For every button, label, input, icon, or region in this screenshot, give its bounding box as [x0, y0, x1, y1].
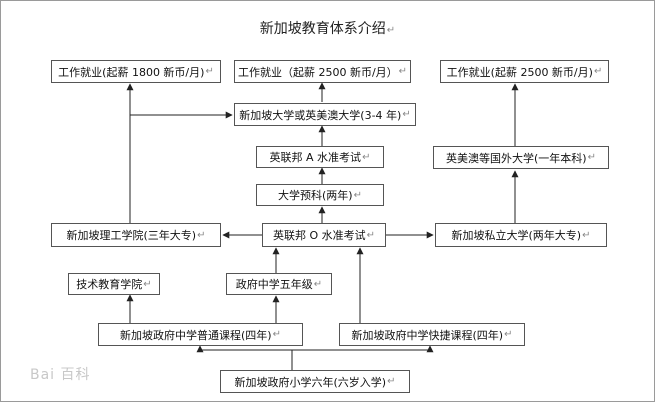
box-uni-sg-or-abroad: 新加坡大学或英美澳大学(3-4 年)↵	[234, 103, 416, 126]
box-private-uni-label: 新加坡私立大学(两年大专)	[451, 229, 582, 242]
box-pre-u: 大学预科(两年)↵	[256, 184, 384, 206]
box-foreign-uni-label: 英美澳等国外大学(一年本科)	[446, 151, 587, 165]
box-ite-label: 技术教育学院	[76, 278, 143, 291]
paragraph-mark: ↵	[387, 376, 396, 387]
paragraph-mark: ↵	[587, 152, 596, 163]
title-text: 新加坡教育体系介绍	[259, 21, 386, 37]
box-express-course-label: 新加坡政府中学快捷课程(四年)	[351, 328, 504, 342]
box-a-level-label: 英联邦 A 水准考试	[269, 151, 362, 164]
box-job-2500-right-label: 工作就业(起薪 2500 新币/月)	[446, 65, 593, 79]
paragraph-mark: ↵	[386, 25, 396, 36]
box-job-1800-label: 工作就业(起薪 1800 新币/月)	[58, 65, 205, 79]
paragraph-mark: ↵	[197, 229, 206, 241]
paragraph-mark: ↵	[398, 66, 408, 77]
box-job-2500-mid-label: 工作就业（起薪 2500 新币/月）	[237, 65, 398, 79]
box-normal-course: 新加坡政府中学普通课程(四年)↵	[98, 323, 303, 346]
box-a-level: 英联邦 A 水准考试↵	[256, 146, 384, 168]
box-polytechnic-label: 新加坡理工学院(三年大专)	[66, 229, 197, 242]
box-express-course: 新加坡政府中学快捷课程(四年)↵	[339, 323, 525, 346]
box-gov-sec5: 政府中学五年级↵	[226, 273, 332, 295]
baike-watermark: Bai 百科	[30, 367, 91, 383]
box-o-level-label: 英联邦 O 水准考试	[272, 229, 366, 242]
paragraph-mark: ↵	[313, 278, 323, 290]
box-primary: 新加坡政府小学六年(六岁入学)↵	[220, 370, 410, 393]
paragraph-mark: ↵	[362, 151, 371, 163]
paragraph-mark: ↵	[143, 278, 152, 290]
box-foreign-uni: 英美澳等国外大学(一年本科)↵	[433, 146, 609, 169]
box-job-2500-mid: 工作就业（起薪 2500 新币/月）↵	[234, 60, 411, 83]
box-job-2500-right: 工作就业(起薪 2500 新币/月)↵	[440, 60, 609, 83]
arrow-primary-to-normal	[196, 345, 293, 370]
paragraph-mark: ↵	[402, 109, 411, 120]
box-gov-sec5-label: 政府中学五年级	[235, 278, 313, 291]
paragraph-mark: ↵	[272, 329, 281, 340]
paragraph-mark: ↵	[205, 66, 214, 77]
box-ite: 技术教育学院↵	[68, 273, 160, 295]
paragraph-mark: ↵	[366, 229, 376, 241]
paragraph-mark: ↵	[353, 189, 362, 201]
paragraph-mark: ↵	[593, 66, 603, 77]
box-normal-course-label: 新加坡政府中学普通课程(四年)	[120, 328, 272, 342]
box-uni-sg-or-abroad-label: 新加坡大学或英美澳大学(3-4 年)	[239, 108, 402, 122]
arrow-primary-to-express	[292, 345, 434, 353]
box-job-1800: 工作就业(起薪 1800 新币/月)↵	[51, 60, 221, 83]
box-private-uni: 新加坡私立大学(两年大专)↵	[435, 223, 607, 247]
box-polytechnic: 新加坡理工学院(三年大专)↵	[51, 223, 221, 247]
box-pre-u-label: 大学预科(两年)	[278, 189, 353, 202]
paragraph-mark: ↵	[504, 329, 513, 340]
diagram-title: 新加坡教育体系介绍↵	[0, 18, 655, 38]
paragraph-mark: ↵	[582, 229, 591, 241]
box-primary-label: 新加坡政府小学六年(六岁入学)	[234, 375, 387, 389]
box-o-level: 英联邦 O 水准考试↵	[262, 223, 386, 247]
